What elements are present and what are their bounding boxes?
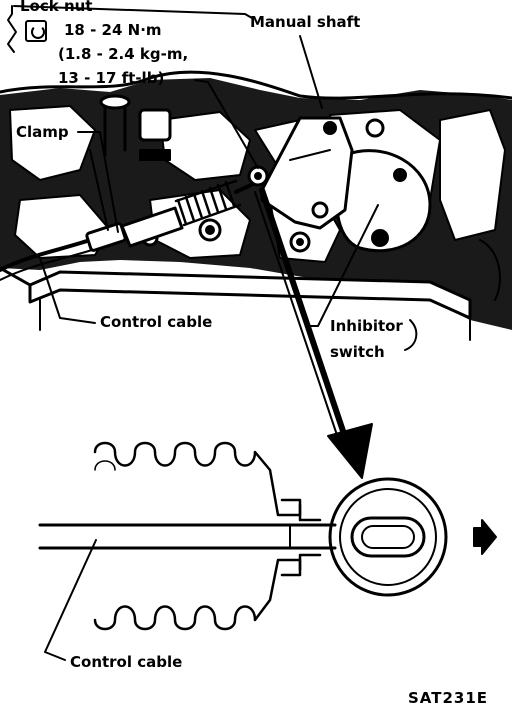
control-cable-assembly <box>0 165 269 281</box>
arrow-right-icon <box>473 519 497 555</box>
control-cable-top-label: Control cable <box>100 313 213 331</box>
torque-line-2: (1.8 - 2.4 kg-m, <box>58 45 189 63</box>
detail-arrow <box>254 187 373 479</box>
control-cable-bottom-label: Control cable <box>70 653 183 671</box>
leader-lines <box>7 5 379 327</box>
transmission-housing <box>0 70 512 351</box>
clamp-label: Clamp <box>16 123 69 141</box>
cable-end-detail <box>38 441 497 661</box>
wrench-icon <box>25 20 47 42</box>
torque-line-1: 18 - 24 N·m <box>64 21 162 39</box>
lock-nut-label: Lock nut <box>20 0 93 15</box>
inhibitor-switch-label-2: switch <box>330 343 385 361</box>
inhibitor-switch-label-1: Inhibitor <box>330 317 403 335</box>
manual-shaft-label: Manual shaft <box>250 13 361 31</box>
torque-line-3: 13 - 17 ft-lb) <box>58 69 165 87</box>
figure-code: SAT231E <box>408 689 489 707</box>
